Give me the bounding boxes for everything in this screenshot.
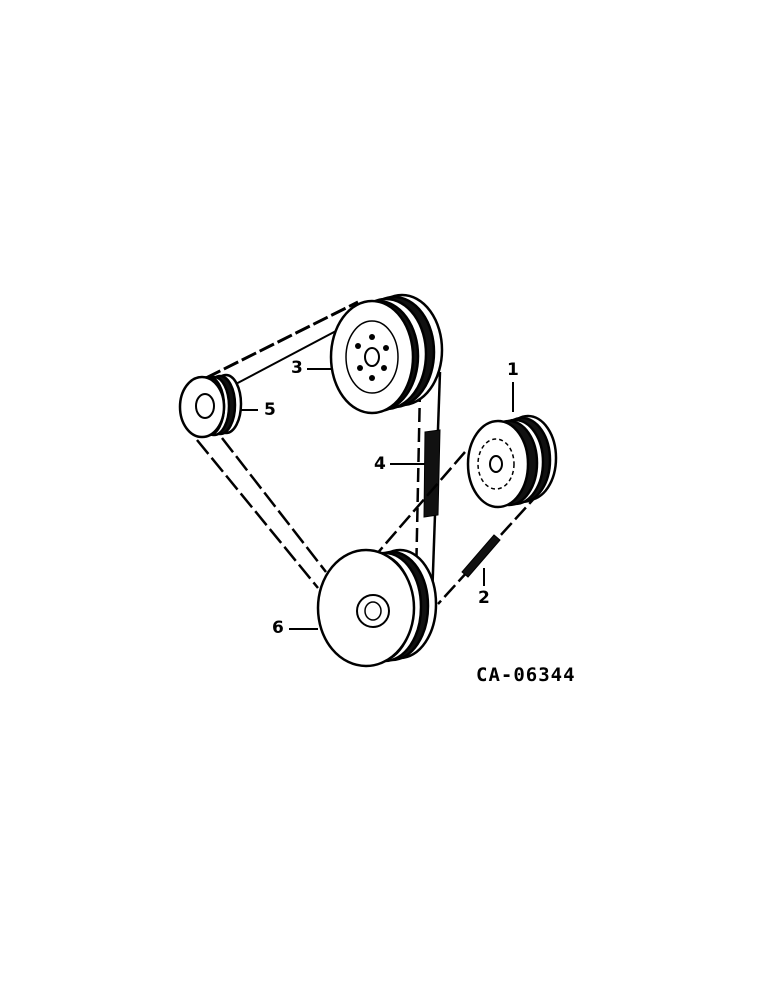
belt-left <box>196 437 327 589</box>
callout-2: 2 <box>478 588 490 608</box>
callout-4: 4 <box>374 454 386 474</box>
callout-6: 6 <box>272 618 284 638</box>
figure-id-label: CA-06344 <box>476 664 576 686</box>
callout-5: 5 <box>264 400 276 420</box>
leader-lines <box>241 368 514 630</box>
belt-2 <box>374 451 541 605</box>
pulley-1 <box>466 414 558 509</box>
pulley-6 <box>316 548 438 668</box>
callout-3: 3 <box>291 358 303 378</box>
pulley-5 <box>178 373 243 439</box>
pulley-3 <box>329 293 444 415</box>
callout-1: 1 <box>507 360 519 380</box>
